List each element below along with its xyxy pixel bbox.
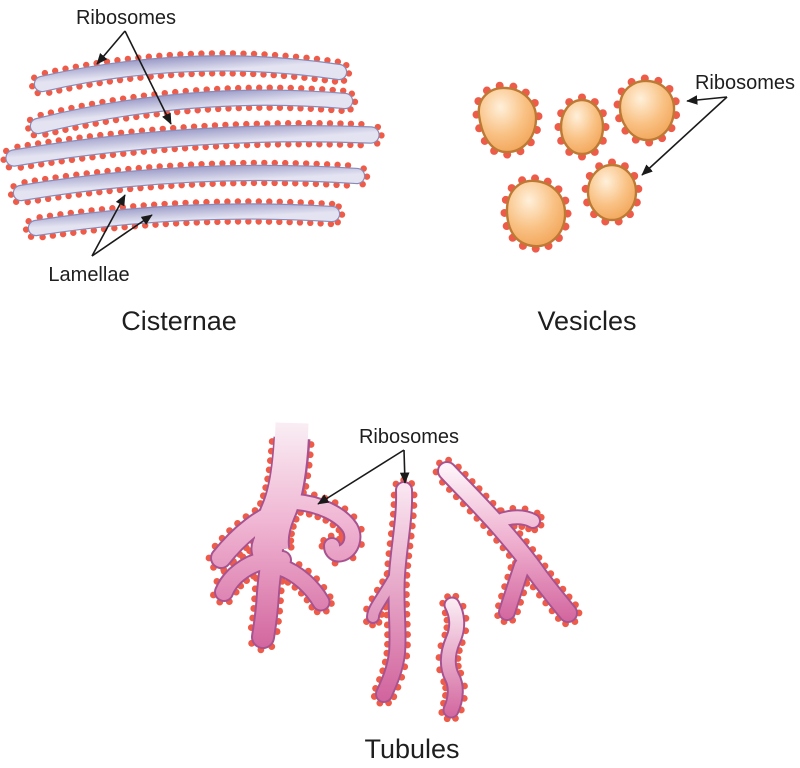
arrow: [91, 214, 153, 257]
membrane-fill: [6, 126, 379, 166]
vesicles-panel: Ribosomes Vesicles: [472, 72, 795, 336]
vesicle: [477, 86, 538, 154]
tubule-small-s: [435, 592, 470, 723]
arrow: [91, 194, 126, 257]
cisternae-panel: Ribosomes Lamellae Cisternae: [0, 7, 385, 336]
vesicles-ribosomes-annotation: Ribosomes: [641, 72, 795, 176]
vesicle: [559, 98, 605, 156]
cisternae-title: Cisternae: [121, 306, 237, 336]
cisterna-slab-3: [0, 119, 385, 171]
arrow: [317, 449, 405, 505]
membrane-fill: [368, 483, 412, 701]
membrane-fill: [14, 165, 364, 200]
vesicle: [505, 179, 567, 248]
cisternae-lamellae-label: Lamellae: [48, 264, 129, 286]
membrane-fill: [29, 204, 339, 235]
membrane-fill: [212, 422, 360, 647]
membrane-fill: [35, 56, 346, 91]
tubule-branching-right: [432, 456, 583, 628]
arrow: [96, 30, 126, 65]
cisterna-slab-4: [7, 159, 371, 206]
cisternae-ribosomes-label: Ribosomes: [76, 7, 176, 29]
vesicle-group: [472, 74, 681, 253]
arrow: [686, 95, 728, 105]
vesicle: [586, 163, 638, 222]
tubules-ribosomes-annotation: Ribosomes: [317, 426, 459, 505]
membrane-fill: [441, 598, 464, 717]
tubules-panel: Ribosomes Tubules: [205, 422, 583, 764]
vesicle: [618, 79, 676, 142]
membrane-fill: [31, 90, 352, 133]
tubule-branching-left: [205, 422, 365, 654]
cisterna-slab-2: [25, 84, 359, 139]
arrow: [124, 30, 172, 125]
tubule-vertical-middle: [363, 476, 418, 707]
cisterna-slab-5: [22, 198, 346, 241]
arrow: [399, 449, 410, 484]
membrane-fill: [439, 463, 576, 621]
cisternae-ribosomes-annotation: Ribosomes: [76, 7, 176, 125]
vesicles-title: Vesicles: [537, 306, 636, 336]
vesicles-ribosomes-label: Ribosomes: [695, 72, 795, 94]
tubules-ribosomes-label: Ribosomes: [359, 426, 459, 448]
cisternae-lamellae-annotation: Lamellae: [48, 194, 153, 286]
tubules-title: Tubules: [364, 734, 459, 764]
arrow: [641, 96, 728, 176]
